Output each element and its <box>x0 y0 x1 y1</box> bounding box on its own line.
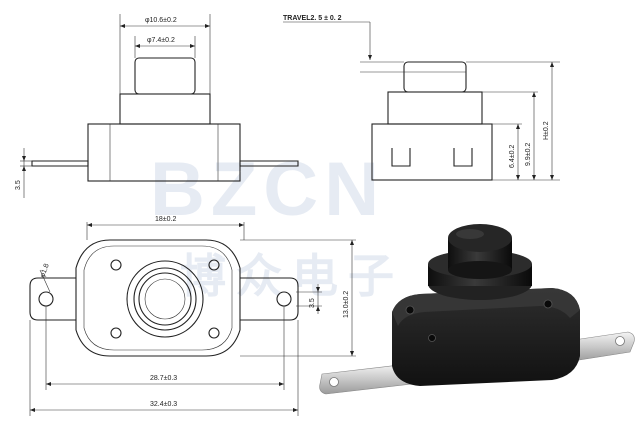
corner-hole-br <box>208 327 220 339</box>
side-view: TRAVEL2. 5 ± 0. 2 6.4±0.2 9.9±0.2 H±0.2 <box>283 15 560 181</box>
housing-outline <box>75 239 241 357</box>
middle-ring <box>133 267 197 331</box>
right-terminal-ear <box>240 277 299 321</box>
dim-phi-1-8: φ1.8 <box>39 263 50 279</box>
photo-terminal-left <box>319 363 413 395</box>
dim-3-5-bottom: 3.5 <box>309 298 316 308</box>
corner-hole-tr <box>208 259 220 271</box>
dim-28-7: 28.7±0.3 <box>150 375 177 382</box>
product-photo <box>319 224 635 395</box>
bottom-view: 18±0.2 φ1.8 3.5 13.0±0.2 28.7±0.3 32.4±0… <box>29 216 356 416</box>
corner-hole-tl <box>110 259 122 271</box>
front-terminal-left <box>31 160 89 167</box>
side-button-cap <box>403 61 467 93</box>
dim-h: H±0.2 <box>543 121 550 140</box>
dim-13-0: 13.0±0.2 <box>343 291 350 318</box>
travel-label: TRAVEL2. 5 ± 0. 2 <box>283 15 342 22</box>
front-collar <box>119 93 211 125</box>
photo-base <box>392 288 580 386</box>
side-collar <box>387 91 483 125</box>
front-button-cap <box>134 57 196 95</box>
corner-hole-bl <box>110 327 122 339</box>
dim-3-5-front: 3.5 <box>15 180 22 190</box>
dim-18: 18±0.2 <box>155 216 176 223</box>
dim-32-4: 32.4±0.3 <box>150 401 177 408</box>
dim-6-4: 6.4±0.2 <box>509 145 516 168</box>
front-view: φ10.6±0.2 φ7.4±0.2 3.5 <box>15 14 299 198</box>
watermark-chinese: 博众电子 <box>180 250 404 302</box>
dim-phi-7-4: φ7.4±0.2 <box>147 37 175 44</box>
watermark-latin: BZCN <box>150 147 385 232</box>
front-terminal-right <box>239 160 299 167</box>
button-ring <box>138 272 192 326</box>
front-body <box>87 123 241 182</box>
dim-phi-10-6: φ10.6±0.2 <box>145 17 177 24</box>
dim-9-9: 9.9±0.2 <box>525 143 532 166</box>
left-terminal-hole <box>38 291 54 307</box>
outer-ring <box>126 260 204 338</box>
left-terminal-ear <box>29 277 76 321</box>
side-body <box>371 123 493 181</box>
